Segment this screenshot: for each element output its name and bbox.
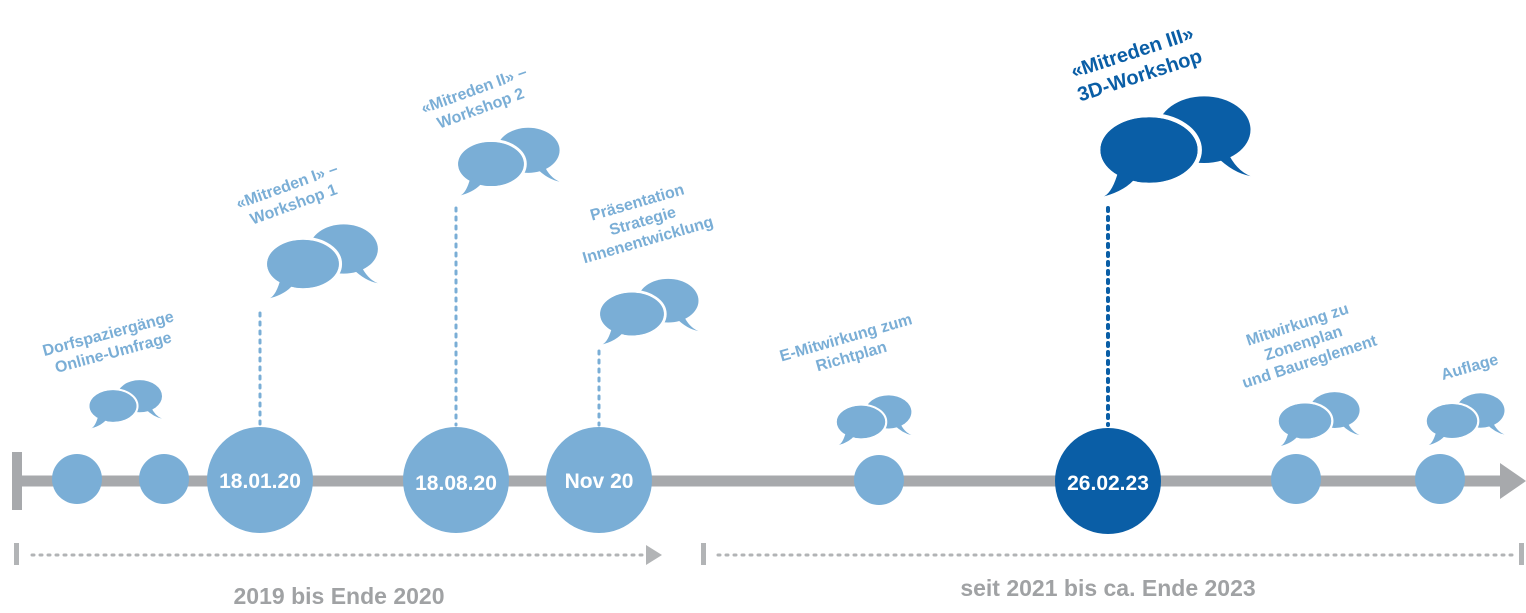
- phase-label-p1: 2019 bis Ende 2020: [234, 583, 445, 608]
- speech-bubbles: [87, 96, 1506, 449]
- event-marker-e6: [854, 455, 904, 505]
- event-title-e1: DorfspaziergängeOnline-Umfrage: [41, 309, 181, 379]
- event-title-e3: «Mitreden I» –Workshop 1: [234, 160, 347, 231]
- event-marker-e1: [52, 454, 102, 504]
- event-title-e7: «Mitreden III»3D-Workshop: [1067, 22, 1205, 106]
- event-title-e4: «Mitreden II» –Workshop 2: [419, 64, 536, 136]
- event-title-e5: PräsentationStrategieInnenentwicklung: [570, 176, 715, 267]
- speech-bubble-icon: [834, 394, 913, 448]
- event-marker-e8: [1271, 454, 1321, 504]
- event-title-e9: Auflage: [1439, 351, 1500, 384]
- event-title-line: Auflage: [1439, 351, 1500, 384]
- phase-bracket-p1: [14, 543, 662, 565]
- event-marker-e2: [139, 454, 189, 504]
- speech-bubble-icon: [1424, 392, 1506, 448]
- phase-labels: 2019 bis Ende 2020 seit 2021 bis ca. End…: [234, 575, 1256, 609]
- event-title-e6: E-Mitwirkung zumRichtplan: [778, 311, 920, 384]
- speech-bubble-icon: [263, 222, 380, 302]
- date-label-e4: 18.08.20: [415, 472, 497, 495]
- phase-bracket-p2: [701, 543, 1524, 565]
- axis-arrow-head: [1500, 463, 1526, 499]
- event-marker-e4: [403, 427, 509, 533]
- speech-bubble-icon: [87, 379, 164, 431]
- connectors: [258, 206, 1110, 427]
- speech-bubble-icon: [1098, 96, 1250, 199]
- speech-bubble-icon: [597, 277, 700, 348]
- speech-bubble-icon: [1276, 390, 1361, 449]
- date-label-e5: Nov 20: [565, 470, 634, 493]
- event-titles-highlight: «Mitreden III»3D-Workshop: [1067, 22, 1205, 106]
- phase-label-p2: seit 2021 bis ca. Ende 2023: [960, 575, 1255, 601]
- phase-brackets: [14, 543, 1524, 565]
- date-label-e3: 18.01.20: [219, 470, 301, 493]
- event-title-e8: Mitwirkung zuZonenplanund Baureglement: [1228, 295, 1380, 392]
- date-label-e7: 26.02.23: [1067, 472, 1149, 495]
- event-marker-e5: [546, 427, 652, 533]
- event-marker-e7: [1055, 428, 1161, 534]
- speech-bubble-icon: [455, 126, 562, 199]
- event-marker-e9: [1415, 454, 1465, 504]
- event-markers: [52, 427, 1465, 534]
- axis-start-tick: [12, 452, 22, 510]
- date-labels: 18.01.20 18.08.20 Nov 20 26.02.23: [219, 470, 1149, 495]
- event-marker-e3: [207, 427, 313, 533]
